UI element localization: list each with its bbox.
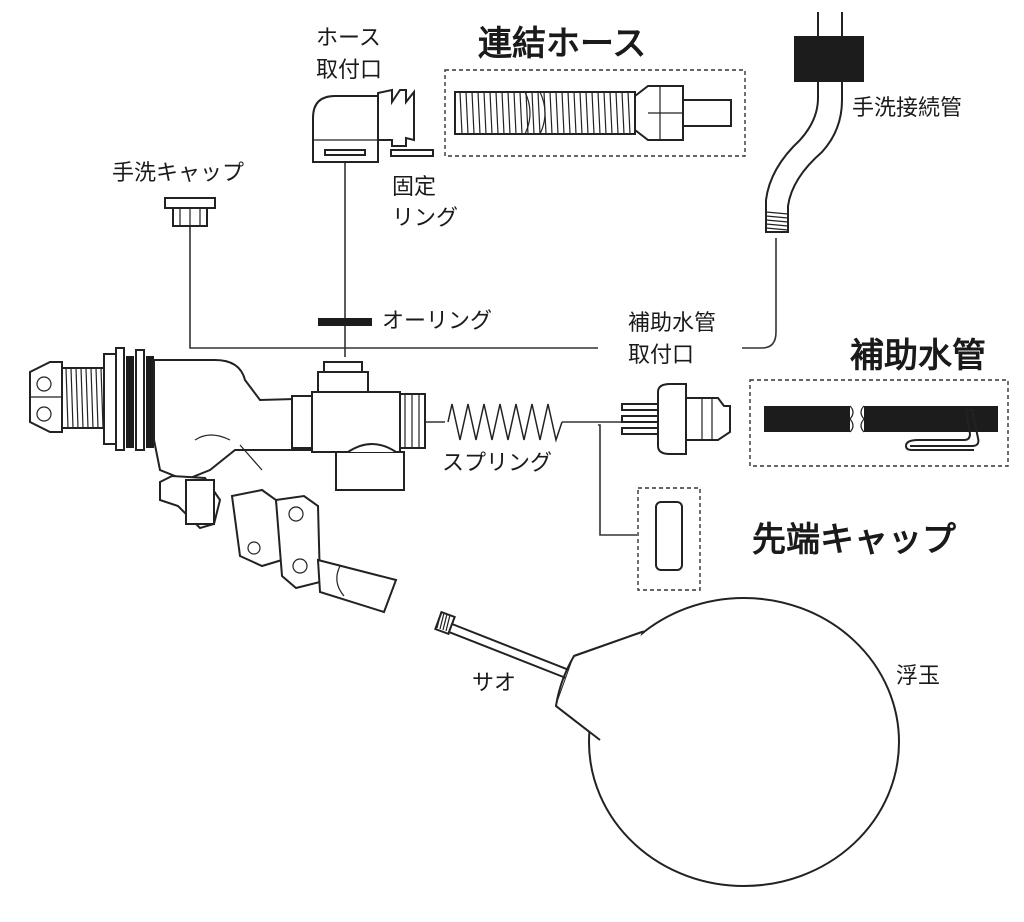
- heading-connecting-hose: 連結ホース: [478, 24, 646, 64]
- label-rod: サオ: [472, 671, 516, 696]
- heading-tip-cap: 先端キャップ: [752, 520, 956, 560]
- float-ball-part: [554, 597, 900, 887]
- label-hand-wash-pipe: 手洗接続管: [852, 96, 962, 121]
- label-fixing-ring-line2: リング: [392, 206, 458, 231]
- connecting-hose-part: [444, 69, 746, 157]
- spring-part: [447, 403, 563, 443]
- label-hand-wash-cap: 手洗キャップ: [112, 161, 244, 186]
- label-hose-mount-line2: 取付口: [316, 58, 382, 83]
- aux-water-pipe-part: [749, 379, 1009, 467]
- label-float-ball: 浮玉: [896, 664, 940, 689]
- o-ring-part: [318, 318, 372, 326]
- label-aux-pipe-mount-line1: 補助水管: [628, 311, 716, 336]
- hose-mount-part: [312, 88, 415, 163]
- label-spring: スプリング: [442, 451, 552, 476]
- label-aux-pipe-mount-line2: 取付口: [628, 343, 694, 368]
- fixing-ring-part: [390, 149, 434, 157]
- tip-cap-part: [637, 487, 701, 591]
- hand-wash-cap-part: [164, 197, 216, 227]
- label-o-ring: オーリング: [382, 309, 492, 334]
- rod-part: [434, 610, 576, 682]
- ball-tap-valve-body: [29, 347, 426, 614]
- heading-aux-water-pipe: 補助水管: [850, 336, 986, 376]
- hand-wash-pipe-part: [765, 12, 864, 233]
- label-hose-mount-line1: ホース: [316, 26, 381, 51]
- label-fixing-ring-line1: 固定: [392, 175, 436, 200]
- aux-pipe-mount-part: [621, 383, 731, 455]
